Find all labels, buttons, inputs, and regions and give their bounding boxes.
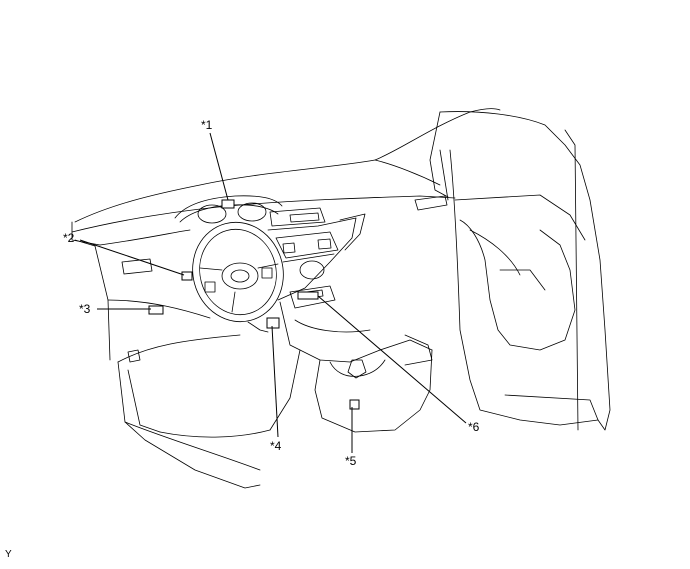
callout-3: *3 bbox=[79, 302, 91, 316]
part-1-cluster bbox=[221, 199, 235, 209]
callout-6: *6 bbox=[468, 420, 480, 434]
leader-line-1 bbox=[209, 132, 229, 201]
leader-lines bbox=[79, 132, 467, 453]
leader-line-4 bbox=[271, 325, 279, 438]
part-5-sensor bbox=[349, 399, 360, 410]
callout-4: *4 bbox=[270, 439, 282, 453]
callout-2: *2 bbox=[63, 231, 75, 245]
leader-line-6 bbox=[317, 295, 467, 424]
center-stack bbox=[267, 213, 366, 309]
part-6-switch bbox=[297, 291, 319, 300]
left-dash-end bbox=[74, 239, 211, 361]
figure-code: Y bbox=[5, 549, 12, 560]
floor-outline bbox=[117, 334, 301, 489]
callout-5: *5 bbox=[345, 454, 357, 468]
center-console bbox=[279, 301, 433, 433]
door-panel bbox=[429, 111, 611, 431]
part-4-module bbox=[266, 317, 280, 329]
callout-1: *1 bbox=[201, 118, 213, 132]
leader-line-2 bbox=[79, 239, 185, 276]
part-3-connector bbox=[148, 305, 164, 315]
steering-wheel bbox=[192, 221, 284, 333]
instrument-cluster bbox=[174, 195, 326, 227]
part-2-switch bbox=[181, 271, 193, 281]
